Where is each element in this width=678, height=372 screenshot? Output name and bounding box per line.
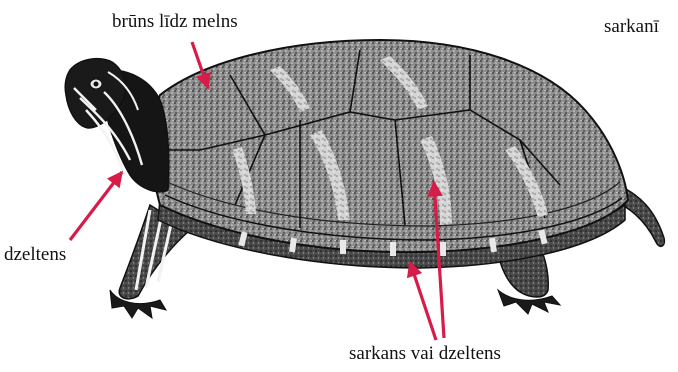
label-red-cut: sarkanī (604, 17, 659, 36)
arrow-to-marginal-stripe (410, 262, 436, 340)
head (65, 59, 169, 192)
label-red-or-yellow: sarkans vai dzeltens (349, 344, 501, 363)
label-yellow: dzeltens (4, 245, 66, 264)
arrow-to-neck-stripe (70, 172, 122, 240)
label-brown-to-black: brūns līdz melns (112, 12, 238, 31)
shell (153, 40, 629, 256)
